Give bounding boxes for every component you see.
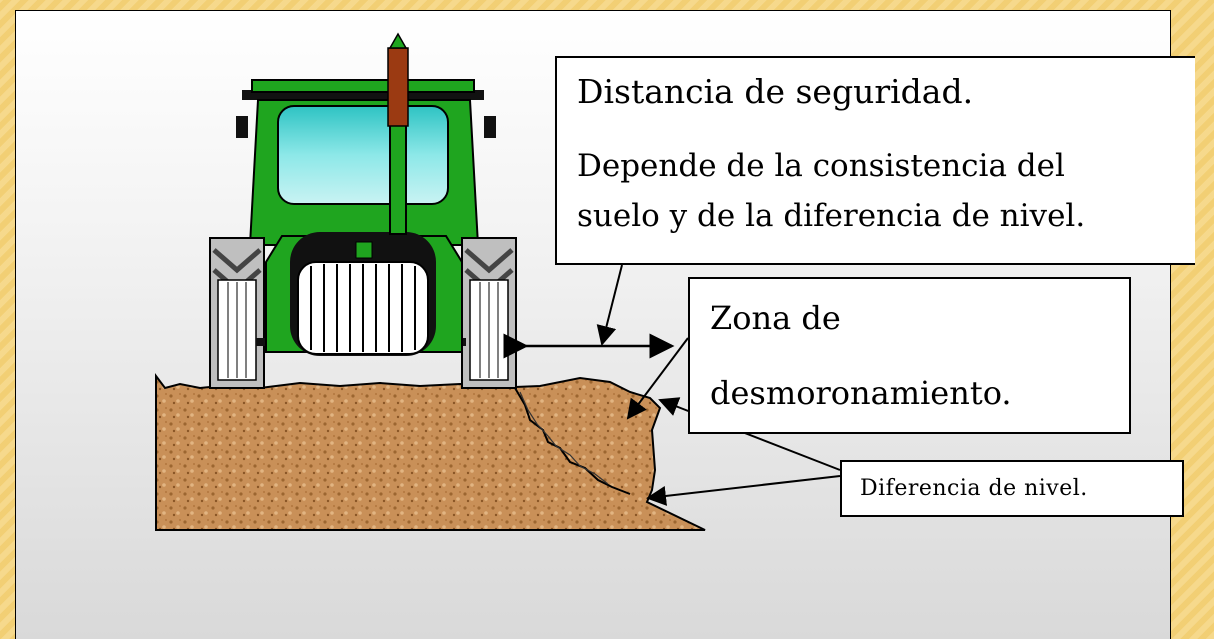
safety-distance-line1: Depende de la consistencia del [577, 148, 1065, 184]
safety-distance-line2: suelo y de la diferencia de nivel. [577, 198, 1086, 234]
right-wheel [461, 237, 517, 389]
left-wheel [209, 237, 265, 389]
level-difference-callout: Diferencia de nivel. [840, 460, 1184, 517]
collapse-zone-callout: Zona de desmoronamiento. [688, 277, 1131, 434]
level-difference-label: Diferencia de nivel. [860, 476, 1088, 501]
level-leader-bottom [646, 475, 841, 506]
zone-callout-leader [626, 337, 689, 420]
collapse-zone-line2: desmoronamiento. [710, 374, 1012, 412]
soil-block [155, 373, 706, 531]
tractor [209, 32, 517, 389]
safety-distance-title: Distancia de seguridad. [577, 72, 974, 111]
safety-distance-callout: Distancia de seguridad. Depende de la co… [555, 56, 1195, 265]
collapse-zone-line1: Zona de [710, 299, 841, 337]
safety-callout-leader [596, 264, 623, 346]
